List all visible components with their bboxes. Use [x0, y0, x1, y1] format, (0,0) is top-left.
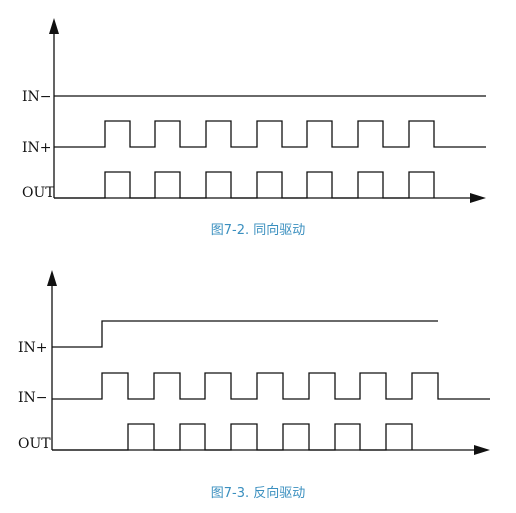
signal-label-out-1: OUT — [22, 185, 55, 201]
y-axis-arrow-2 — [47, 270, 57, 286]
x-axis-arrow-1 — [470, 193, 486, 203]
wave-in-minus-2 — [52, 372, 490, 400]
signal-label-in-plus-2: IN+ — [18, 340, 48, 356]
signal-label-in-minus-2: IN− — [18, 390, 48, 406]
wave-out-2 — [52, 423, 413, 451]
x-axis-arrow-2 — [474, 445, 490, 455]
signal-label-in-plus-1: IN+ — [22, 140, 52, 156]
wave-in-plus-2 — [52, 320, 438, 348]
wave-out-1 — [54, 171, 435, 199]
caption-diagram-1: 图7-2. 同向驱动 — [211, 222, 306, 238]
diagram-reverse-direction: IN+ IN− OUT 图7-3. 反向驱动 — [18, 270, 490, 501]
y-axis-arrow-1 — [49, 18, 59, 34]
signal-label-out-2: OUT — [18, 436, 51, 452]
wave-in-plus-1 — [54, 120, 486, 148]
signal-label-in-minus-1: IN− — [22, 89, 52, 105]
caption-diagram-2: 图7-3. 反向驱动 — [211, 485, 306, 501]
diagram-same-direction: IN− IN+ OUT 图7-2. 同向驱动 — [22, 18, 486, 238]
